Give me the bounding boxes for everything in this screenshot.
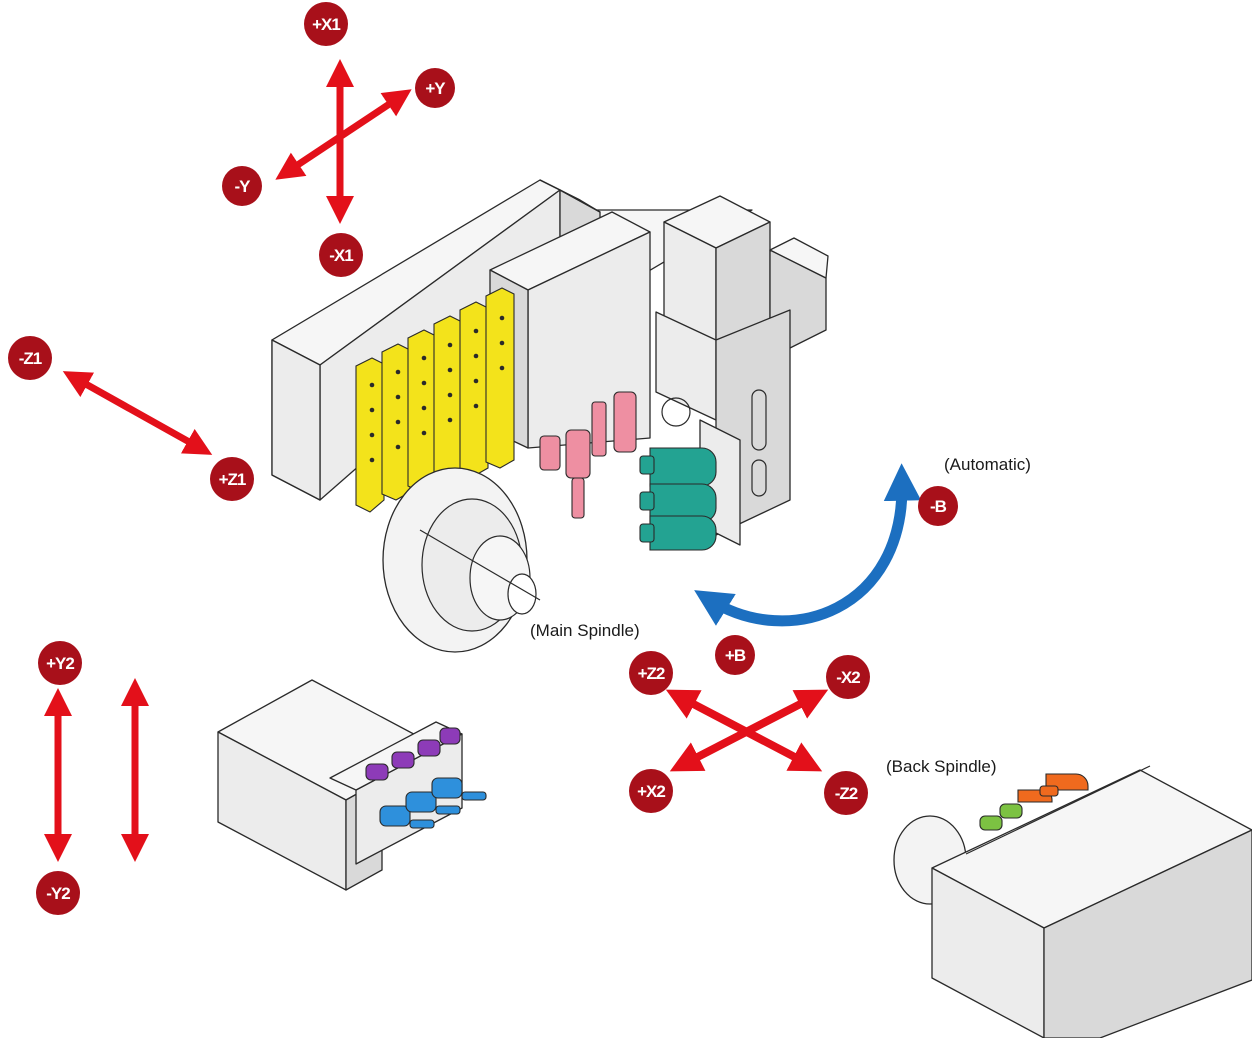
axis-badge-y2-neg: -Y2 bbox=[36, 871, 80, 915]
svg-text:+Z2: +Z2 bbox=[638, 664, 665, 683]
axis-badge-x1-pos: +X1 bbox=[304, 2, 348, 46]
axis-badge-z1-pos: +Z1 bbox=[210, 457, 254, 501]
axis-badge-z2-pos: +Z2 bbox=[629, 651, 673, 695]
axis-badge-b-neg: -B bbox=[918, 486, 958, 526]
svg-text:+Y2: +Y2 bbox=[46, 654, 74, 673]
svg-text:+X1: +X1 bbox=[312, 15, 340, 34]
svg-text:-X2: -X2 bbox=[836, 668, 860, 687]
main-spindle-label: (Main Spindle) bbox=[530, 621, 640, 640]
svg-text:+X2: +X2 bbox=[637, 782, 665, 801]
axis-badge-x1-neg: -X1 bbox=[319, 233, 363, 277]
y2-axis-arrows bbox=[44, 678, 149, 862]
axis-badge-x2-neg: -X2 bbox=[826, 655, 870, 699]
front-drill-holders bbox=[539, 391, 637, 519]
live-tools bbox=[639, 447, 717, 551]
gang-tools bbox=[355, 287, 515, 513]
y2-tools bbox=[365, 727, 487, 829]
svg-text:-Y: -Y bbox=[235, 177, 252, 196]
gang-tool-post bbox=[271, 179, 753, 501]
axis-badge-z1-neg: -Z1 bbox=[8, 336, 52, 380]
svg-text:+Z1: +Z1 bbox=[219, 470, 246, 489]
b-axis-arc bbox=[694, 463, 922, 627]
svg-text:-Z2: -Z2 bbox=[835, 784, 858, 803]
y-axis-arrow bbox=[275, 89, 412, 180]
svg-text:+B: +B bbox=[725, 646, 746, 665]
axis-badge-y2-pos: +Y2 bbox=[38, 641, 82, 685]
axis-badge-y-neg: -Y bbox=[222, 166, 262, 206]
automatic-label: (Automatic) bbox=[944, 455, 1031, 474]
svg-text:-Y2: -Y2 bbox=[46, 884, 70, 903]
main-spindle bbox=[382, 467, 541, 653]
z1-axis-arrow bbox=[62, 371, 213, 455]
svg-text:-X1: -X1 bbox=[329, 246, 353, 265]
axis-badge-y-pos: +Y bbox=[415, 68, 455, 108]
y2-tool-post bbox=[217, 679, 463, 891]
back-spindle-label: (Back Spindle) bbox=[886, 757, 997, 776]
axis-badge-b-pos: +B bbox=[715, 635, 755, 675]
svg-text:-B: -B bbox=[930, 497, 947, 516]
axis-badge-x2-pos: +X2 bbox=[629, 769, 673, 813]
back-spindle bbox=[893, 765, 1252, 1038]
back-spindle-tools bbox=[979, 773, 1089, 831]
svg-text:-Z1: -Z1 bbox=[19, 349, 42, 368]
svg-text:+Y: +Y bbox=[425, 79, 446, 98]
axis-badge-z2-neg: -Z2 bbox=[824, 771, 868, 815]
z2-x2-axis-cross bbox=[665, 689, 829, 772]
